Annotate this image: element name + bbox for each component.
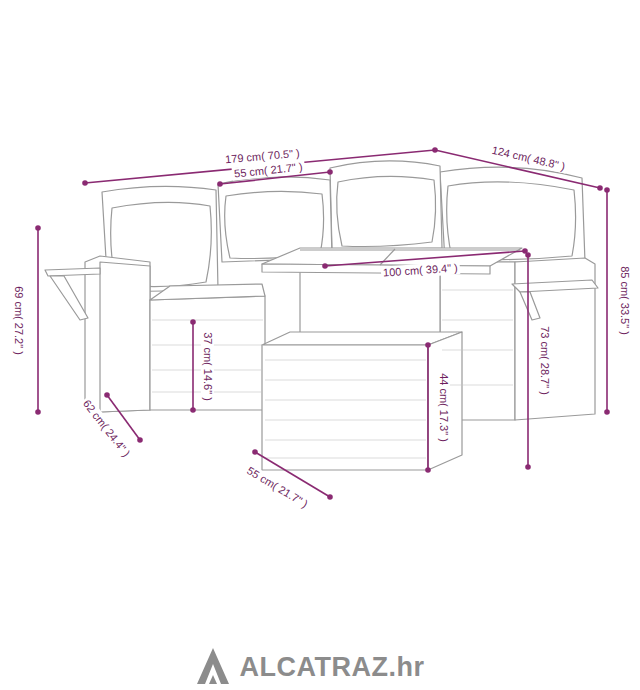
height-dimension: 85 cm( 33.5" ) [618,264,631,337]
logo-mark [197,648,229,684]
arm-height-dimension: 69 cm( 27.2" ) [12,284,25,357]
pouf-height-dimension: 44 cm( 17.3" ) [437,371,450,444]
watermark: ALCATRAZ.hr [240,652,425,683]
table-height-dimension: 73 cm( 28.7" ) [538,324,551,397]
seat-height-dimension: 37 cm( 14.6" ) [201,330,214,403]
